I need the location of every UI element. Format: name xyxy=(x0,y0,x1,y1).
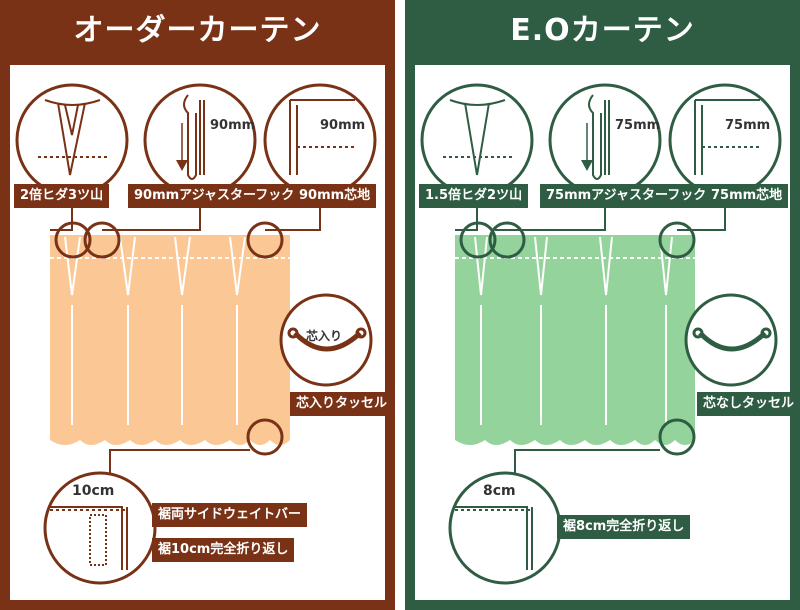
core-label: 75mm芯地 xyxy=(705,184,789,208)
curtain-illustration xyxy=(50,235,290,445)
hook-label: 75mmアジャスターフック xyxy=(540,184,713,208)
hem-fold-label: 裾10cm完全折り返し xyxy=(152,538,295,562)
eo-curtain-panel: E.Oカーテン xyxy=(405,0,800,610)
hem-size: 8cm xyxy=(483,483,516,499)
pleat-label: 2倍ヒダ3ツ山 xyxy=(14,184,110,208)
hem-size: 10cm xyxy=(72,483,115,499)
tassel-label: 芯なしタッセル xyxy=(697,392,800,416)
panel-body: 1.5倍ヒダ2ツ山 75mmアジャスターフック 75mm芯地 75mm 75mm… xyxy=(415,65,800,600)
curtain-diagram xyxy=(420,83,782,585)
panel-title: オーダーカーテン xyxy=(73,13,322,48)
tassel-label: 芯入りタッセル xyxy=(290,392,394,416)
curtain-illustration xyxy=(455,235,695,445)
hook-label: 90mmアジャスターフック xyxy=(128,184,301,208)
pleat-label: 1.5倍ヒダ2ツ山 xyxy=(419,184,529,208)
core-size: 75mm xyxy=(725,118,771,133)
hook-size: 90mm xyxy=(210,118,256,133)
core-label: 90mm芯地 xyxy=(293,184,377,208)
panel-body: 2倍ヒダ3ツ山 90mmアジャスターフック 90mm芯地 90mm 90mm 芯… xyxy=(10,65,394,600)
core-size: 90mm xyxy=(320,118,366,133)
hook-size: 75mm xyxy=(615,118,661,133)
order-curtain-panel: オーダーカーテン xyxy=(0,0,395,610)
curtain-diagram xyxy=(15,83,377,585)
panel-title: E.Oカーテン xyxy=(510,13,695,48)
hem-fold-label: 裾8cm完全折り返し xyxy=(557,515,691,539)
tassel-inner-text: 芯入り xyxy=(306,329,343,343)
hem-weight-label: 裾両サイドウェイトバー xyxy=(152,503,308,527)
